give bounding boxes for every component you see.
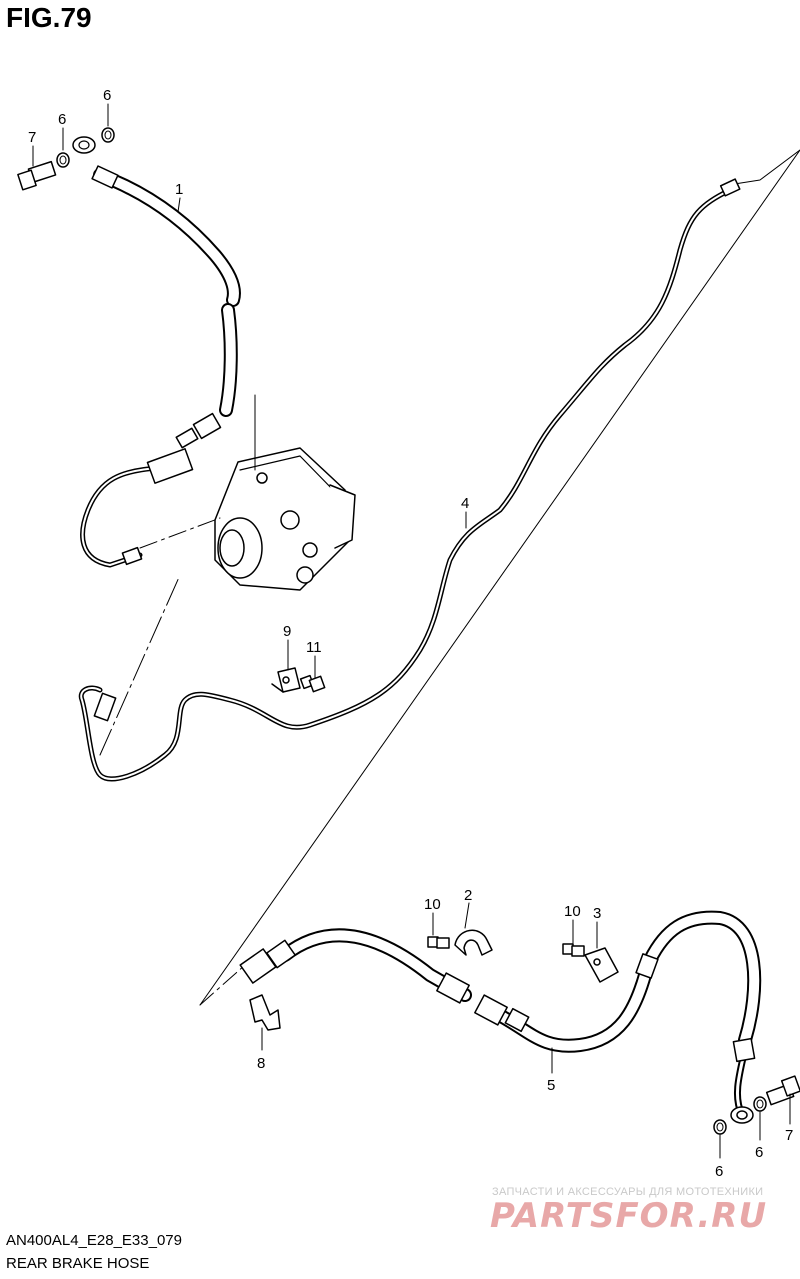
figure-title: FIG.79: [6, 2, 92, 33]
banjo-fitting-bottom: [730, 1106, 754, 1124]
clamp-3[interactable]: [584, 947, 619, 983]
callout-5: 5: [547, 1077, 555, 1094]
callout-6-top-right: 6: [103, 87, 111, 104]
callout-6-top-left: 6: [58, 111, 66, 128]
leader-lines: [32, 103, 791, 1159]
bolt-7-top[interactable]: [17, 160, 57, 191]
clamp-2[interactable]: [454, 929, 493, 956]
callout-8: 8: [257, 1055, 265, 1072]
bolt-10-left[interactable]: [427, 936, 450, 949]
callout-11: 11: [306, 639, 322, 656]
bolt-11[interactable]: [299, 674, 326, 693]
brake-hose-5[interactable]: [239, 910, 762, 1114]
abs-unit: [214, 447, 356, 591]
clamp-9[interactable]: [271, 667, 301, 693]
callout-3: 3: [593, 905, 601, 922]
watermark-tagline: ЗАПЧАСТИ И АКСЕССУАРЫ ДЛЯ МОТОТЕХНИКИ: [492, 1186, 764, 1198]
clip-8[interactable]: [249, 994, 281, 1031]
section-name: REAR BRAKE HOSE: [6, 1255, 150, 1272]
brake-pipe-4[interactable]: [78, 178, 741, 782]
brake-hose-1[interactable]: [93, 168, 241, 449]
washer-6-top-left[interactable]: [56, 152, 70, 168]
callout-1: 1: [175, 181, 183, 198]
washer-6-bottom-right[interactable]: [753, 1096, 767, 1112]
callout-6-bottom-left: 6: [715, 1163, 723, 1180]
callout-9: 9: [283, 623, 291, 640]
callout-6-bottom-right: 6: [755, 1144, 763, 1161]
brake-pipe-loop: [80, 448, 194, 568]
model-code: AN400AL4_E28_E33_079: [6, 1232, 182, 1249]
bolt-7-bottom[interactable]: [765, 1075, 800, 1106]
watermark-logo: PARTSFOR.RU: [490, 1196, 768, 1236]
washer-6-bottom-left[interactable]: [713, 1119, 727, 1135]
bolt-10-right[interactable]: [562, 943, 585, 957]
callout-2: 2: [464, 887, 472, 904]
callout-4: 4: [461, 495, 469, 512]
washer-6-top-right[interactable]: [101, 127, 115, 143]
callout-10-left: 10: [424, 896, 441, 913]
callout-7-bottom: 7: [785, 1127, 793, 1144]
banjo-fitting-top: [72, 136, 119, 189]
callout-labels: 1 7 6 6 4 9 11 10 2 10 3 8 5 6 6 7: [28, 87, 793, 1180]
callout-10-right: 10: [564, 903, 581, 920]
guide-lines: [99, 149, 800, 1006]
callout-7-top: 7: [28, 129, 36, 146]
